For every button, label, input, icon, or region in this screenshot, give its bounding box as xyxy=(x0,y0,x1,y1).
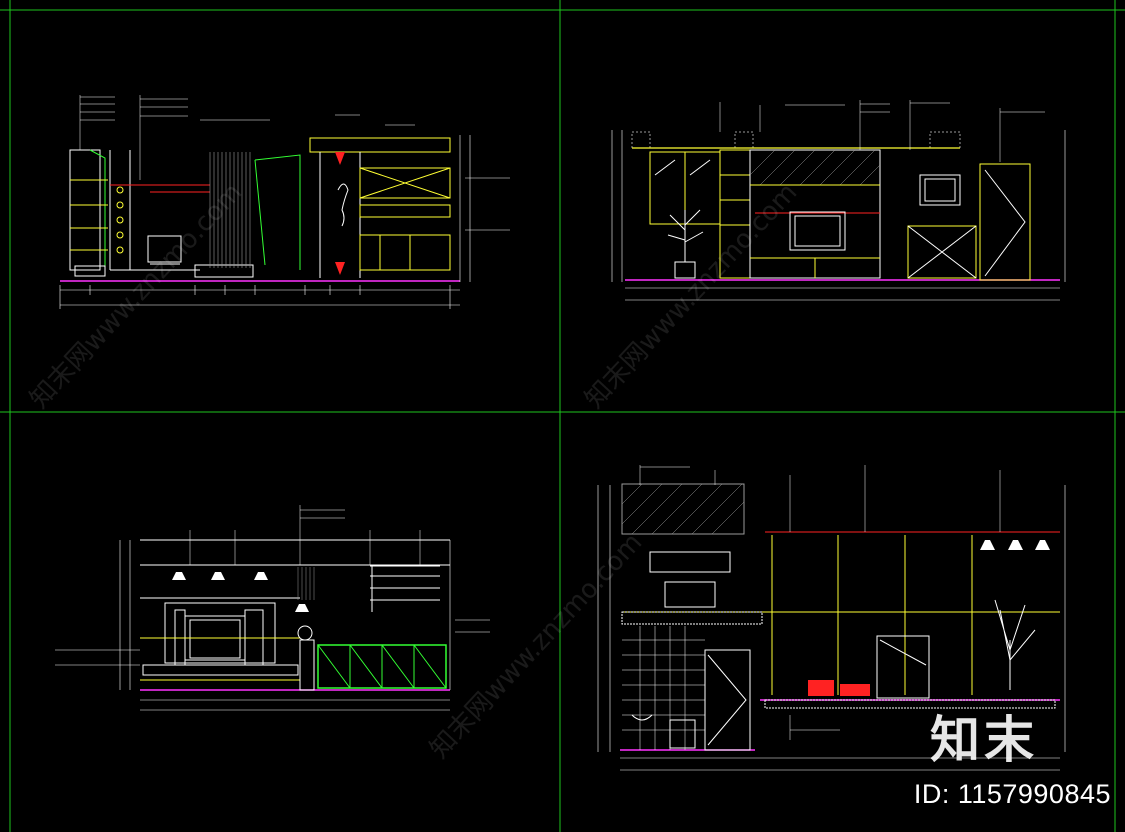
id-label: ID: 1157990845 xyxy=(913,779,1111,809)
elevation-top-left xyxy=(59,95,510,309)
elevation-top-right xyxy=(611,100,1066,301)
elevation-bottom-left xyxy=(55,505,490,711)
elevation-bottom-right xyxy=(597,465,1066,771)
brand-logo: 知末 xyxy=(930,711,1038,769)
